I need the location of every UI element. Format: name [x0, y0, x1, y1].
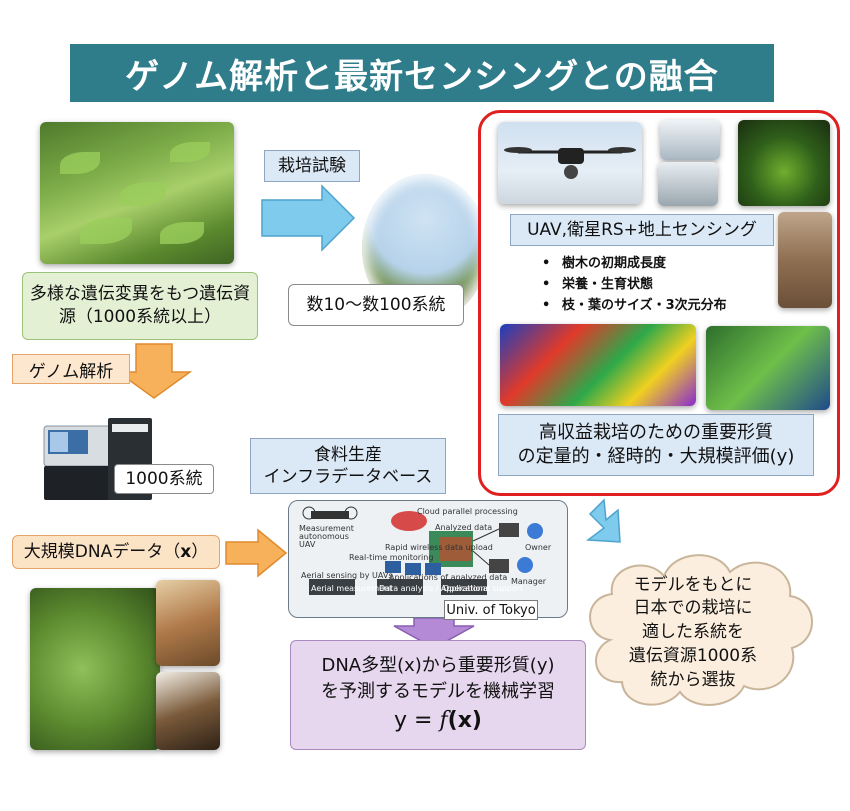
- arrow-frame-to-infra: [585, 498, 621, 543]
- ml-model-box: DNA多型(x)から重要形質(y) を予測するモデルを機械学習 y = f(x): [290, 640, 586, 750]
- formula-lhs: y =: [394, 708, 440, 734]
- pecan-kernel-photo: [156, 580, 220, 666]
- cloud-line: 日本での栽培に: [633, 598, 753, 619]
- infra-analyzed-label: Analyzed data: [435, 523, 493, 532]
- dna-data-label: 大規模DNAデータ（: [23, 541, 181, 562]
- food-db-line1: 食料生産: [314, 444, 382, 465]
- arrow-genome-down: [115, 343, 193, 399]
- trait-item: 樹木の初期成長度: [536, 254, 786, 275]
- evaluation-line1: 高収益栽培のための重要形質: [539, 421, 773, 443]
- cloud-line: 適した系統を: [642, 622, 744, 643]
- page-title: ゲノム解析と最新センシングとの融合: [125, 56, 719, 97]
- pecan-nuts-photo: [30, 588, 160, 750]
- formula-f: f: [439, 708, 448, 734]
- trait-item: 枝・葉のサイズ・3次元分布: [536, 296, 786, 317]
- infra-sensing-label: Aerial sensing by UAVs: [301, 571, 393, 580]
- cultivation-trial-box: 栽培試験: [264, 150, 360, 182]
- model-formula: y = f(x): [394, 705, 482, 737]
- evaluation-line2: の定量的・経時的・大規模評価(y): [517, 446, 795, 467]
- formula-rhs: (x): [447, 708, 482, 734]
- infra-operational-label: Operational support: [443, 584, 524, 593]
- infra-aerial-label: Aerial measurement: [311, 584, 393, 593]
- infra-manager-label: Manager: [511, 577, 547, 586]
- trait-item: 栄養・生育状態: [536, 275, 786, 296]
- sensing-label-box: UAV,衛星RS+地上センシング: [510, 214, 774, 246]
- arrow-to-trial: [261, 184, 356, 252]
- genome-analysis-text: ゲノム解析: [28, 361, 114, 382]
- food-database-box: 食料生産 インフラデータベース: [250, 438, 446, 494]
- dna-data-text: 大規模DNAデータ（x）: [24, 541, 208, 564]
- lines-range-box: 数10〜数100系統: [288, 284, 464, 326]
- dna-data-var: x: [180, 541, 192, 562]
- infra-owner-label: Owner: [525, 543, 552, 552]
- pecan-shell-photo: [156, 672, 220, 750]
- univ-tokyo-text: Univ. of Tokyo: [446, 602, 536, 618]
- univ-tokyo-label: Univ. of Tokyo: [444, 600, 538, 620]
- cloud-line: 統から選抜: [650, 669, 736, 690]
- infra-realtime-label: Real-time monitoring: [349, 553, 434, 562]
- model-line2: を予測するモデルを機械学習: [321, 681, 555, 703]
- cloud-line: モデルをもとに: [633, 574, 753, 595]
- genome-analysis-box: ゲノム解析: [12, 354, 130, 384]
- trait-list: 樹木の初期成長度 栄養・生育状態 枝・葉のサイズ・3次元分布: [536, 254, 786, 322]
- satellite-map-photo: [706, 326, 830, 410]
- lines-range-text: 数10〜数100系統: [306, 294, 446, 315]
- plant-seedlings-photo: [40, 122, 234, 264]
- evaluation-box: 高収益栽培のための重要形質 の定量的・経時的・大規模評価(y): [498, 414, 814, 476]
- model-line1: DNA多型(x)から重要形質(y): [321, 654, 555, 676]
- cloud-line: 遺伝資源1000系: [628, 645, 758, 666]
- dna-data-close: ）: [191, 541, 209, 562]
- atv-photo: [660, 120, 720, 160]
- infra-uav-label: Measurement autonomous UAV: [299, 524, 354, 549]
- cultivation-trial-text: 栽培試験: [278, 155, 346, 176]
- infrastructure-diagram-panel: Cloud parallel processing Analyzed data …: [288, 500, 568, 618]
- infra-apps-label: Applications of analyzed data: [389, 573, 508, 582]
- lines-1000-text: 1000系統: [125, 468, 203, 489]
- title-banner: ゲノム解析と最新センシングとの融合: [70, 44, 774, 102]
- lidar-scan-photo: [738, 120, 830, 206]
- drone-icon: [504, 147, 636, 179]
- dna-data-box: 大規模DNAデータ（x）: [12, 535, 220, 569]
- genetic-resource-box: 多様な遺伝変異をもつ遺伝資源（1000系統以上）: [22, 272, 258, 340]
- infra-rapid-label: Rapid wireless data upload: [385, 543, 493, 552]
- food-db-line2: インフラデータベース: [263, 467, 433, 487]
- cloud-shape: [589, 554, 813, 706]
- sensing-label-text: UAV,衛星RS+地上センシング: [527, 219, 757, 240]
- car-photo: [658, 162, 718, 206]
- infra-cloud-label: Cloud parallel processing: [417, 507, 518, 516]
- infrastructure-diagram-icon: [302, 506, 543, 595]
- selection-cloud-text: モデルをもとに 日本での栽培に 適した系統を 遺伝資源1000系 統から選抜: [598, 572, 788, 694]
- lines-1000-box: 1000系統: [114, 464, 214, 494]
- genetic-resource-text: 多様な遺伝変異をもつ遺伝資源（1000系統以上）: [29, 284, 251, 327]
- hyperspectral-cube-photo: [500, 324, 696, 406]
- ground-sensor-photo: [778, 212, 832, 308]
- drone-photo: [498, 122, 642, 204]
- arrow-dna-to-infra: [225, 528, 288, 578]
- infra-data-label: Data analysis / Applications: [379, 584, 490, 593]
